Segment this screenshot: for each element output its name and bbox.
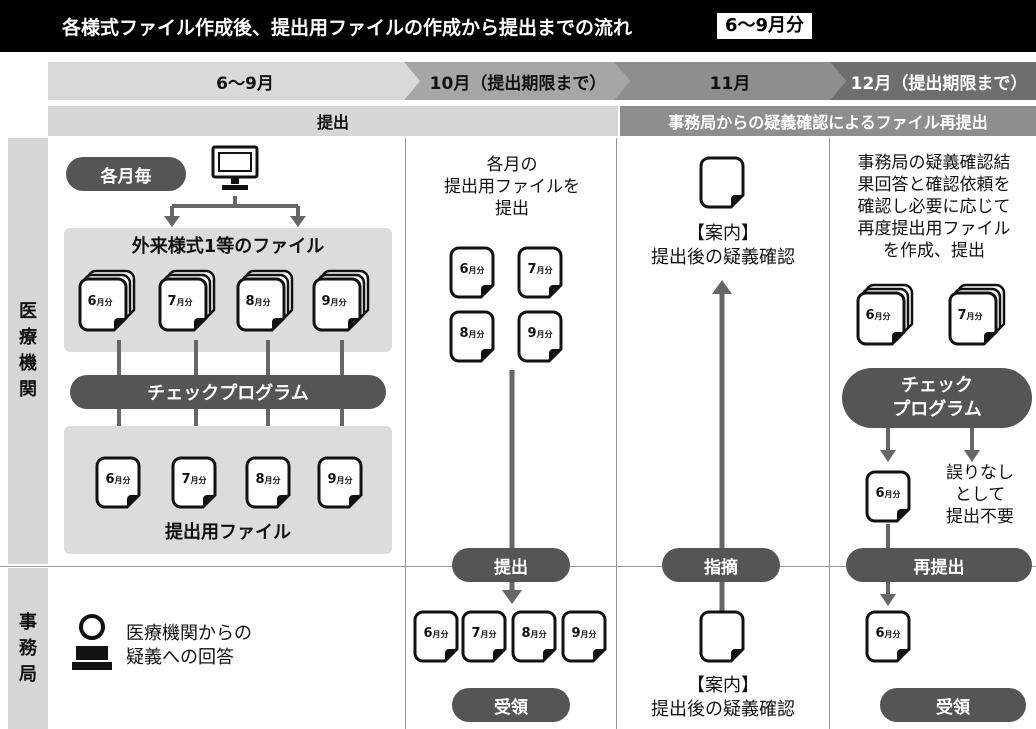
col3-connector [719,582,725,612]
source-file-stack-6: 6月分 [78,269,138,332]
col2-submit-text: 各月の提出用ファイルを提出 [444,155,580,219]
notice-text-top: 【案内】提出後の疑義確認 [651,223,795,268]
phase-3-label: 11月 [709,73,751,94]
output-file-7: 7月分 [171,456,217,509]
person-icon [72,614,112,670]
submit-header: 提出 [48,106,618,136]
resubmit-pill: 再提出 [846,548,1032,582]
monthly-pill: 各月毎 [66,157,186,191]
recheck-header: 事務局からの疑義確認によるファイル再提出 [620,106,1036,136]
check-program-pill: チェックプログラム [70,375,386,409]
point-out-pill: 指摘 [662,548,780,582]
output-file-8: 8月分 [245,456,291,509]
computer-icon [211,145,259,190]
row-label-hospital: 医療機関 [8,138,48,564]
col3-up-arrow [712,280,732,552]
divider-col3 [616,138,617,729]
no-error-text: 誤りなしとして提出不要 [946,463,1014,527]
phase-2-label: 10月（提出期限まで） [429,73,607,94]
notice-doc-top [699,156,745,209]
phase-1-label: 6～9月 [216,73,274,94]
source-file-stack-9: 9月分 [312,269,372,332]
split-connector [164,196,306,227]
col4-instruction-text: 事務局の疑義確認結果回答と確認依頼を確認し必要に応じて再度提出用ファイルを作成、… [857,153,1011,261]
received-file-8: 8月分 [511,610,557,663]
output-file-9: 9月分 [317,456,363,509]
phase-chevron-3 [614,62,846,100]
phase-chevrons [48,62,1036,100]
notice-text-bottom: 【案内】提出後の疑義確認 [651,675,795,720]
divider-col4 [829,138,830,729]
source-file-stack-7: 7月分 [158,269,218,332]
divider-col2 [405,138,406,729]
resubmit-stack-7: 7月分 [948,283,1008,346]
col2-file-9: 9月分 [517,310,563,363]
col4-check-program-pill: チェックプログラム [842,368,1032,428]
submit-pill: 提出 [452,548,570,582]
received-file-6: 6月分 [413,610,459,663]
col2-file-8: 8月分 [449,310,495,363]
source-files-title: 外来様式1等のファイル [131,236,325,257]
received-resubmit-file-6: 6月分 [865,610,911,663]
resubmit-stack-6: 6月分 [856,283,916,346]
phase-chevron-2 [404,62,630,100]
row-label-office: 事務局 [8,568,48,729]
col4-check-arrows [880,428,980,462]
received-file-7: 7月分 [461,610,507,663]
office-answer-text: 医療機関からの疑義への回答 [126,623,252,668]
col4-down-arrow [880,582,896,606]
title-badge: 6～9月分 [717,13,813,39]
title-bar [0,0,1036,52]
phase-chevron-1 [48,62,420,100]
resubmit-file-6: 6月分 [865,470,911,523]
receive-pill-col4: 受領 [880,688,1026,722]
output-file-6: 6月分 [95,456,141,509]
source-file-stack-8: 8月分 [236,269,296,332]
notice-doc-bottom [699,610,745,663]
page-title: 各様式ファイル作成後、提出用ファイルの作成から提出までの流れ [62,17,633,39]
receive-pill-col2: 受領 [452,688,570,722]
received-file-9: 9月分 [561,610,607,663]
output-files-title: 提出用ファイル [165,522,291,543]
phase-4-label: 12月（提出期限まで） [850,73,1028,94]
phase-chevron-4 [830,62,1036,100]
col2-file-6: 6月分 [449,246,495,299]
col2-file-7: 7月分 [517,246,563,299]
